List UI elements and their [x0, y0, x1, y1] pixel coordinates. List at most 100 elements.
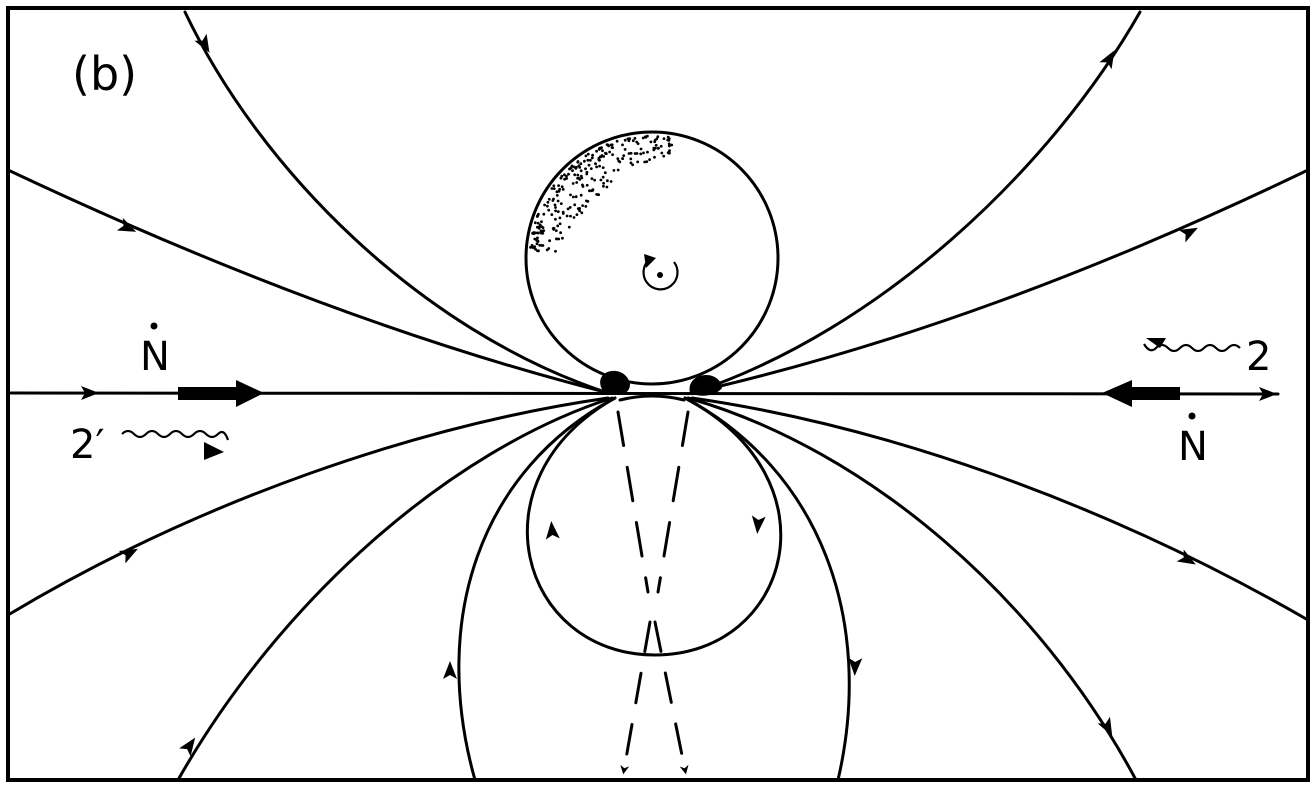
stipple-dot [541, 232, 544, 235]
stipple-dot [561, 185, 564, 188]
stipple-dot [559, 222, 562, 225]
stipple-dot [654, 139, 657, 142]
stipple-dot [585, 155, 588, 158]
stipple-dot [629, 158, 632, 161]
stipple-dot [642, 152, 645, 155]
field-arrowhead [750, 515, 766, 534]
stipple-dot [569, 194, 572, 197]
stipple-dot [653, 147, 656, 150]
stipple-dot [575, 195, 578, 198]
stipple-dot [586, 184, 589, 187]
stipple-dot [579, 162, 582, 165]
stipple-dot [621, 144, 624, 147]
stipple-dot [537, 232, 540, 235]
stipple-dot [648, 158, 651, 161]
stipple-dot [616, 157, 619, 160]
stipple-dot [656, 135, 659, 138]
stipple-dot [533, 232, 536, 235]
stipple-dot [580, 169, 583, 172]
stipple-dot [598, 165, 601, 168]
stipple-dot [560, 202, 563, 205]
stipple-dot [593, 179, 596, 182]
stipple-dot [542, 213, 545, 216]
stipple-dot [585, 200, 588, 203]
stipple-dot [568, 226, 571, 229]
field-arrowhead [544, 520, 560, 539]
stipple-dot [634, 137, 637, 140]
stipple-dot [640, 148, 643, 151]
stipple-dot [663, 137, 666, 140]
stipple-dot [604, 171, 607, 174]
stipple-dot [556, 225, 559, 228]
stipple-dot [540, 220, 543, 223]
stipple-dot [552, 198, 555, 201]
stipple-dot [552, 227, 555, 230]
dashed-jet-upper-right [658, 412, 688, 592]
field-line-upper-left-2 [8, 170, 605, 392]
stipple-dot [563, 178, 566, 181]
stipple-dot [576, 213, 579, 216]
field-line-upper-left-1 [185, 12, 605, 392]
field-line-lower-right-1 [692, 398, 1308, 620]
stipple-dot [568, 168, 571, 171]
field-line-upper-right-1 [695, 12, 1140, 392]
stipple-dot [587, 153, 590, 156]
stipple-dot [554, 204, 557, 207]
stipple-dot [635, 141, 638, 144]
stipple-dot [668, 152, 671, 155]
stipple-dot [560, 177, 563, 180]
stipple-dot [602, 166, 605, 169]
stipple-dot [546, 205, 549, 208]
stipple-dot [606, 186, 609, 189]
stipple-dot [573, 203, 576, 206]
stipple-dot [589, 159, 592, 162]
field-line-upper-right-2 [695, 170, 1308, 392]
stipple-dot [606, 143, 609, 146]
stipple-dot [555, 238, 558, 241]
stipple-dot [630, 162, 633, 165]
stipple-dot [591, 177, 594, 180]
stipple-dot [653, 156, 656, 159]
stipple-dot [601, 149, 604, 152]
stipple-dot [600, 179, 603, 182]
stipple-dot [567, 208, 570, 211]
stipple-dot [639, 153, 642, 156]
stipple-dot [576, 174, 579, 177]
stipple-dot [580, 194, 583, 197]
stipple-dot [558, 188, 561, 191]
stipple-dot [584, 167, 587, 170]
stipple-dot [578, 166, 581, 169]
stipple-dot [534, 221, 537, 224]
stipple-dot [586, 171, 589, 174]
wave-label-left: 2′ [70, 422, 105, 468]
stipple-dot [536, 249, 539, 252]
stipple-dot [536, 237, 539, 240]
stipple-dot [617, 160, 620, 163]
stipple-dot [608, 151, 611, 154]
stipple-dot [566, 215, 569, 218]
stipple-dot [571, 165, 574, 168]
stipple-dot [595, 166, 598, 169]
stipple-dot [657, 147, 660, 150]
stipple-dot [548, 239, 551, 242]
stipple-dot [602, 176, 605, 179]
stipple-dot [559, 231, 562, 234]
stipple-dot [572, 196, 575, 199]
stipple-dot [628, 139, 631, 142]
dashed-jet-lower-left [624, 622, 650, 770]
stipple-dot [644, 135, 647, 138]
dashed-jet-lower-right [655, 622, 685, 770]
stipple-dot [556, 190, 559, 193]
n-dot-label-left: N [140, 334, 170, 380]
field-line-lower-left-3 [459, 398, 615, 780]
stipple-dot [602, 182, 605, 185]
stipple-dot [582, 185, 585, 188]
stipple-dot [557, 210, 560, 213]
stipple-dot [547, 247, 550, 250]
stipple-dot [668, 145, 671, 148]
stipple-dot [621, 157, 624, 160]
stipple-dot [591, 157, 594, 160]
panel-label: (b) [72, 47, 137, 101]
dashed-jet-upper-left [618, 412, 648, 592]
stipple-dot [561, 237, 564, 240]
